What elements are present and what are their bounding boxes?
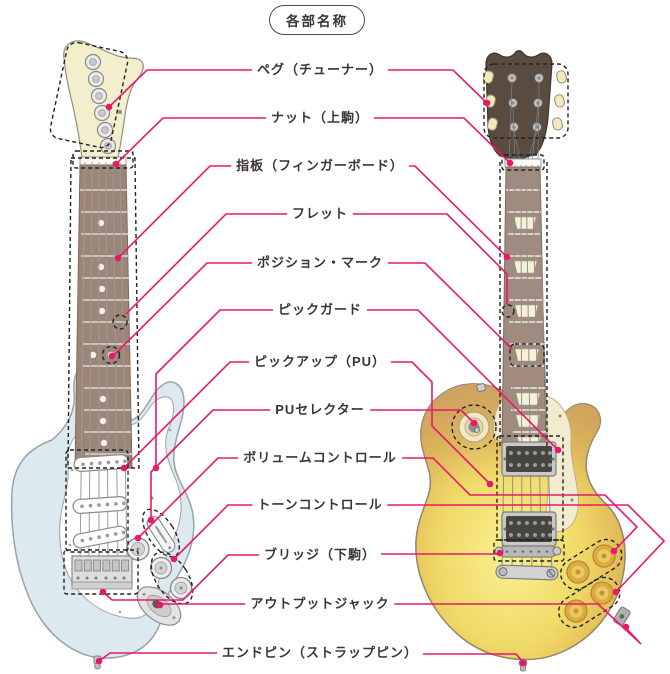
- lespaul-tailpiece-icon: [495, 564, 559, 581]
- callout-lp-fret: [501, 304, 515, 318]
- callout-lp-nut: [501, 154, 545, 171]
- line-nut-right: [366, 117, 511, 164]
- line-fret-right: [349, 213, 508, 305]
- line-peg-left: [108, 69, 256, 108]
- line-pickguard-right: [357, 309, 559, 451]
- lespaul-strap-pin-icon: [476, 383, 486, 392]
- strat-tuners-icon: [84, 53, 122, 155]
- line-fret-left: [125, 213, 292, 315]
- line-position-mark-right: [370, 262, 513, 350]
- line-output-jack-right: [384, 603, 642, 645]
- callout-outlines: [49, 41, 623, 629]
- line-end-pin-left: [98, 652, 239, 662]
- callout-lp-toggle: [451, 404, 497, 450]
- callout-strat-fret: [112, 314, 128, 330]
- strat-tone-knobs-icon: [149, 556, 193, 600]
- lespaul-output-jack-icon: [613, 606, 631, 626]
- callout-lp-position-mark: [509, 343, 545, 367]
- lespaul-guitar: [415, 50, 631, 672]
- line-pickup-right: [374, 361, 491, 485]
- line-pu-selector-right: [359, 409, 475, 424]
- callout-strat-position-mark: [101, 345, 121, 365]
- line-peg-right: [386, 69, 488, 104]
- label-pickup: ピックアップ（PU）: [248, 353, 392, 371]
- label-end-pin: エンドピン（ストラップピン）: [216, 644, 424, 662]
- lespaul-volume-knobs-icon: [566, 544, 616, 584]
- line-fingerboard-left: [117, 165, 247, 259]
- label-position-mark: ポジション・マーク: [251, 254, 389, 272]
- callout-lp-pickups: [496, 435, 564, 541]
- lespaul-headstock-strings-icon: [508, 81, 540, 164]
- callout-strat-selector: [141, 508, 181, 558]
- callout-lp-tone-knobs: [558, 576, 621, 629]
- page-title: 各部名称: [269, 5, 365, 35]
- line-fingerboard-right: [393, 165, 508, 258]
- callout-strat-fingerboard: [67, 157, 140, 469]
- callout-strat-pickups: [65, 449, 129, 553]
- label-peg: ペグ（チューナー）: [251, 61, 389, 79]
- strat-bridge-icon: [71, 555, 133, 590]
- callout-strat-nut: [72, 150, 134, 169]
- callout-lines: [98, 69, 666, 663]
- line-nut-left: [115, 117, 279, 165]
- callout-dots: [95, 99, 630, 667]
- callout-strat-tuners: [49, 41, 129, 149]
- label-fret: フレット: [286, 205, 354, 223]
- strat-strings-icon: [79, 161, 128, 563]
- strat-pickups-icon: [72, 454, 129, 549]
- lespaul-pickups-icon: [501, 441, 557, 547]
- label-bridge: ブリッジ（下駒）: [258, 546, 382, 564]
- line-tone-right: [374, 504, 666, 593]
- label-volume-control: ボリュームコントロール: [238, 449, 402, 467]
- label-pu-selector: PUセレクター: [270, 401, 370, 419]
- line-pu-selector-left: [150, 409, 278, 520]
- label-nut: ナット（上駒）: [265, 109, 375, 127]
- callout-lp-bridge: [493, 539, 565, 562]
- line-bridge-left: [102, 554, 272, 601]
- lespaul-strings-icon: [501, 164, 553, 573]
- lespaul-toggle-switch-icon: [458, 411, 490, 443]
- label-tone-control: トーンコントロール: [252, 496, 388, 514]
- line-pickguard-left: [155, 309, 285, 468]
- label-fingerboard: 指板（フィンガーボード）: [231, 157, 409, 175]
- callout-strat-tone-knobs: [150, 551, 194, 605]
- lespaul-bridge-icon: [494, 545, 562, 558]
- line-volume-right: [384, 457, 639, 552]
- line-end-pin-right: [401, 653, 524, 663]
- callout-lp-volume-knobs: [560, 538, 623, 591]
- label-pickguard: ピックガード: [272, 301, 368, 319]
- line-position-mark-left: [111, 262, 268, 358]
- strat-guitar: [10, 40, 195, 670]
- label-output-jack: アウトプットジャック: [245, 595, 395, 613]
